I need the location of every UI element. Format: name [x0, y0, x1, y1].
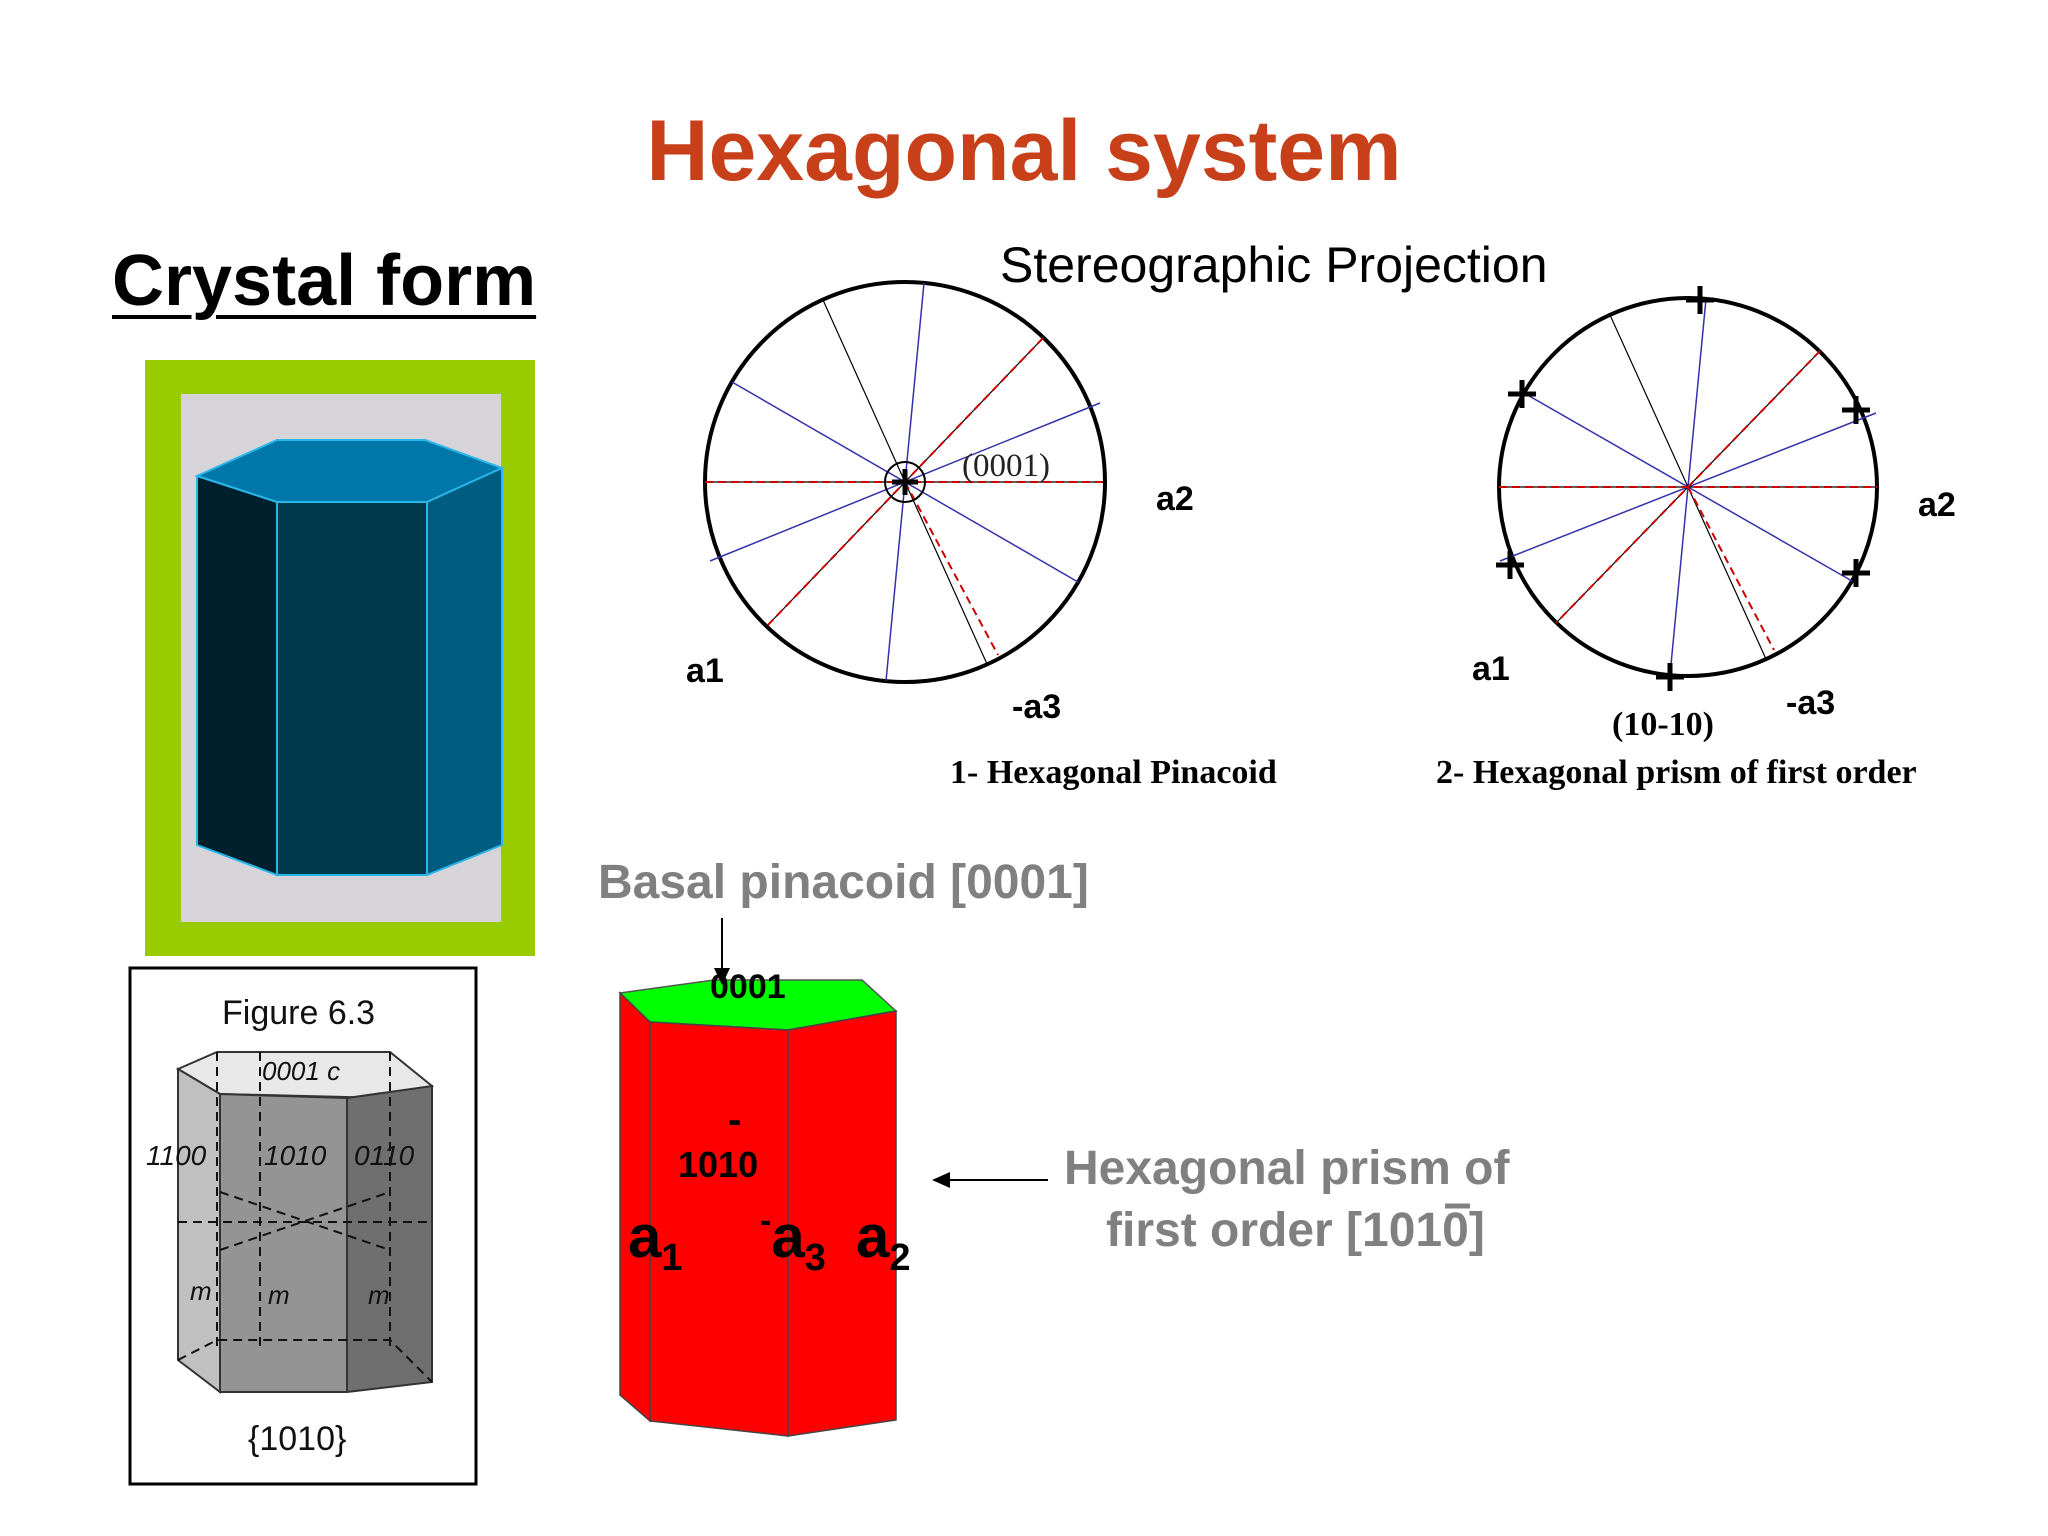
blue-prism-left-face	[196, 474, 278, 877]
stereonet-prism	[1496, 286, 1879, 691]
hidden-edges	[177, 1052, 433, 1383]
axis-a2-red-label: a2	[856, 1203, 911, 1279]
axis-neg-a3-red-label: -a3	[760, 1202, 826, 1279]
red-prism-image	[618, 918, 1470, 1437]
slide-title: Hexagonal system	[646, 103, 1402, 199]
top-face-miller-label: 0001	[710, 968, 786, 1006]
prism-caption: 2- Hexagonal prism of first order	[1436, 754, 1917, 791]
pinacoid-caption: 1- Hexagonal Pinacoid	[950, 754, 1277, 791]
red-prism-right-face	[787, 1010, 897, 1437]
blue-prism-front-face	[276, 501, 428, 876]
red-axis-lines	[705, 337, 1105, 656]
grey-prism-left	[177, 1067, 221, 1395]
axis-neg-a3-label: -a3	[1012, 688, 1062, 726]
axis-a1-label: a1	[686, 652, 724, 690]
pinacoid-pole-plus	[892, 469, 918, 495]
crystal-form-heading: Crystal form	[112, 241, 537, 321]
m-face-right-label: m	[368, 1280, 390, 1310]
prism-first-order-label-line2: first order [1010]	[1106, 1204, 1485, 1257]
m-face-center-label: m	[268, 1280, 290, 1310]
prism-arrow-head	[932, 1172, 950, 1188]
figure-6-3-image	[128, 966, 478, 1486]
axis-a1-label: a1	[1472, 650, 1510, 688]
prism-pole-plus-marks	[1496, 286, 1870, 691]
front-face-overbar: -	[728, 1098, 742, 1142]
stereonet-pinacoid	[703, 280, 1107, 684]
axis-a1-red-label: a1	[628, 1203, 683, 1279]
face-1010-label: 1010	[264, 1140, 327, 1171]
prism-first-order-label-line1: Hexagonal prism of	[1064, 1142, 1510, 1195]
figure-title: Figure 6.3	[222, 994, 376, 1032]
red-axis-lines	[1499, 350, 1877, 651]
axis-neg-a3-label: -a3	[1786, 684, 1836, 722]
pinacoid-pole-label: (0001)	[962, 448, 1050, 484]
blue-prism-image	[145, 360, 535, 956]
blue-prism-right-face	[426, 466, 503, 877]
axis-a2-label: a2	[1918, 486, 1956, 524]
axis-a2-label: a2	[1156, 480, 1194, 518]
front-face-miller-label: 1010	[678, 1144, 759, 1185]
face-1100-label: 1100	[146, 1140, 207, 1171]
basal-arrow-head	[714, 968, 730, 985]
face-0110-label: 0110	[354, 1140, 415, 1171]
stereographic-projection-heading: Stereographic Projection	[1000, 237, 1548, 293]
prism-face-label: (10-10)	[1612, 706, 1714, 743]
form-label: {1010}	[248, 1420, 347, 1458]
pinacoid-pole-circle	[884, 461, 926, 503]
top-face-label: 0001 c	[262, 1056, 341, 1086]
basal-pinacoid-label: Basal pinacoid [0001]	[598, 856, 1089, 909]
m-face-left-label: m	[190, 1276, 212, 1306]
